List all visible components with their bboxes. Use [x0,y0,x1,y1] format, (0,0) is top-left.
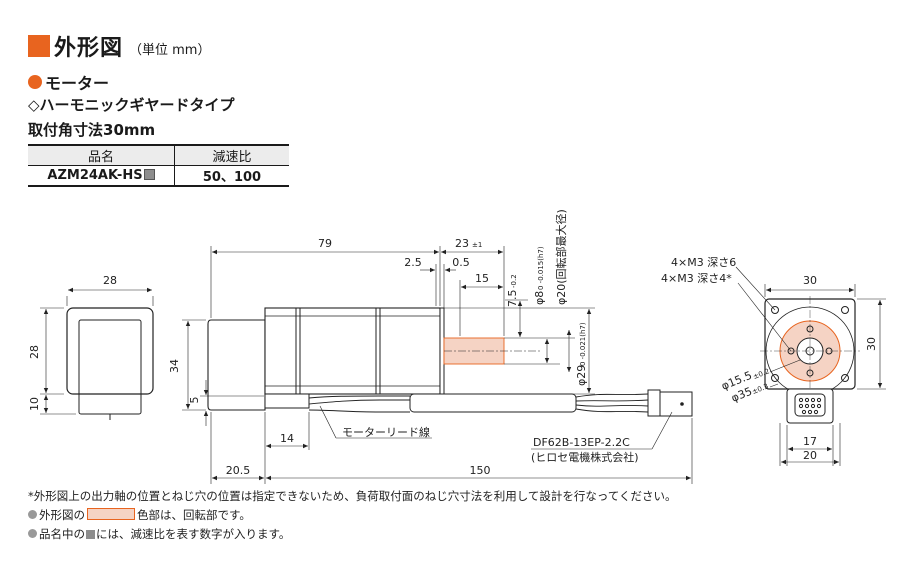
connector-maker: (ヒロセ電機株式会社) [531,450,639,464]
dim-28-top: 28 [103,274,117,287]
dim-20-5: 20.5 [226,464,251,477]
spec-table-header: 品名 減速比 [28,144,289,166]
dim-79: 79 [318,237,332,250]
page-header: 外形図 （単位 mm） [28,30,210,62]
dim-phi29: φ29 [575,365,588,386]
dim-30-top: 30 [803,274,817,287]
dim-17: 17 [803,435,817,448]
rotating-part-swatch-icon [87,508,135,520]
dim-20-bottom: 20 [803,449,817,462]
category-label: モーター [45,74,110,93]
header-product: 品名 [28,144,175,166]
dim-23-tol: ±1 [472,241,482,249]
dim-150: 150 [470,464,491,477]
dim-0-5: 0.5 [452,256,470,269]
dim-7-5: 7.5 [506,290,519,308]
header-ratio: 減速比 [174,144,289,166]
ratio-placeholder-icon [86,530,95,539]
dim-30-side: 30 [865,337,878,351]
tap-spec-2: 4×M3 深さ4* [661,272,732,285]
dim-23: 23 [455,237,469,250]
title-marker-icon [28,35,50,57]
dim-14: 14 [280,432,294,445]
vertical-dim-labels: 7.5 -0.2 φ8 0 -0.015(h7) φ20(回転部最大径) φ29… [506,209,588,386]
front-view [735,266,886,466]
gray-dot-icon [28,510,37,519]
page-title: 外形図 [54,36,124,61]
dim-10: 10 [28,397,41,411]
connector-model: DF62B-13EP-2.2C [533,436,630,449]
spec-table: 品名 減速比 AZM24AK-HS 50、100 [28,144,289,187]
dim-34: 34 [168,359,181,373]
dim-phi8: φ8 [533,291,546,305]
tap-spec-1: 4×M3 深さ6 [671,256,736,269]
category-heading: モーター [28,70,109,94]
dim-7-5-tol: -0.2 [510,274,518,288]
dim-phi8-tol: 0 -0.015(h7) [537,246,545,290]
mounting-size-heading: 取付角寸法30mm [28,121,156,139]
gray-dot-icon [28,529,37,538]
dim-28-side: 28 [28,345,41,359]
type-heading: ◇ハーモニックギヤードタイプ [28,96,235,114]
unit-label: （単位 mm） [129,42,211,58]
note-3: 品名中のには、減速比を表す数字が入ります。 [28,526,290,542]
cell-product: AZM24AK-HS [28,165,175,187]
note-2: 外形図の色部は、回転部です。 [28,507,251,523]
ratio-placeholder-icon [143,169,155,180]
dim-phi35-tol: ±0.3 [751,382,770,396]
lead-wire-label: モーターリード線 [342,425,430,439]
orange-dot-icon [28,75,42,89]
dim-phi20: φ20(回転部最大径) [554,209,568,305]
dim-phi29-tol: 0 -0.021(h7) [579,322,587,366]
dim-5: 5 [188,397,201,404]
table-row: AZM24AK-HS 50、100 [28,165,289,187]
cell-ratio: 50、100 [174,165,289,187]
dim-15: 15 [475,272,489,285]
note-1: *外形図上の出力軸の位置とねじ穴の位置は指定できないため、負荷取付面のねじ穴寸法… [28,489,677,503]
side-view [182,246,693,484]
rear-view [40,287,154,420]
dim-2-5: 2.5 [404,256,422,269]
